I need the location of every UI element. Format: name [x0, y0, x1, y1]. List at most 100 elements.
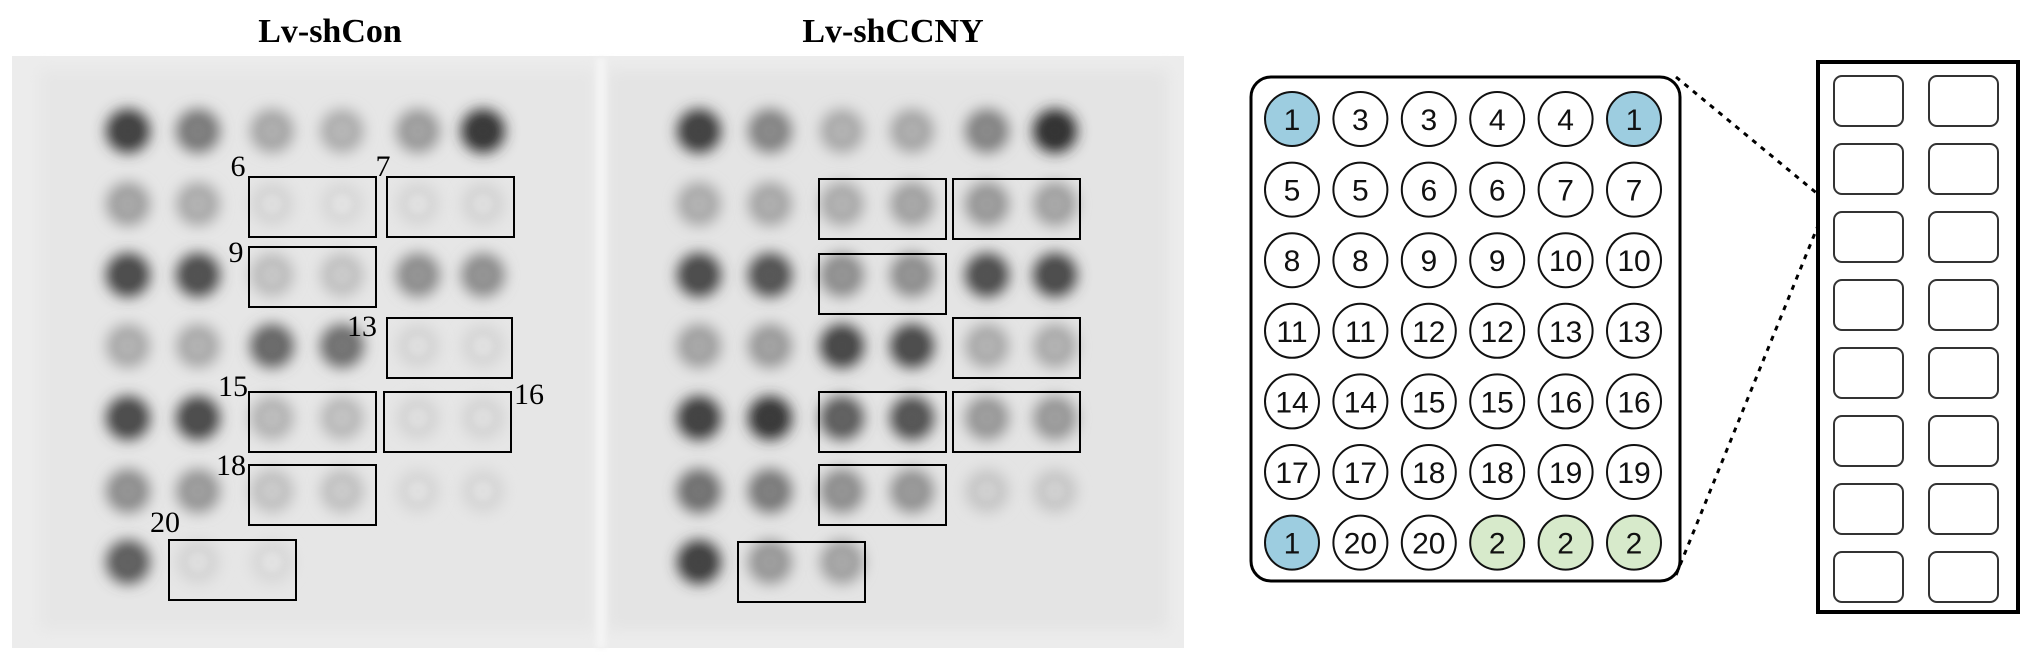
blot-dot-core-left-r1-c6: [473, 121, 493, 141]
membrane-slot-r1-c2: [1928, 75, 1999, 127]
blot-dot-core-right-r1-c6: [1045, 121, 1065, 141]
blot-dot-core-right-r3-c4: [902, 265, 922, 285]
array-spot-label-r4-c4: 12: [1481, 316, 1514, 349]
array-spot-label-r6-c5: 19: [1549, 457, 1582, 490]
blot-dot-core-right-r3-c1: [689, 265, 709, 285]
array-spot-r6-c4: [1469, 444, 1526, 500]
array-spot-r2-c3: [1400, 161, 1457, 218]
blot-dot-core-left-r5-c1: [118, 408, 138, 428]
array-spot-label-r7-c4: 2: [1489, 528, 1506, 561]
array-spot-label-r1-c6: 1: [1626, 104, 1643, 137]
blot-dot-core-right-r4-c4: [902, 336, 922, 356]
array-spot-label-r5-c5: 16: [1549, 386, 1582, 419]
blot-dot-core-left-r6-c3: [262, 481, 282, 501]
array-spot-r6-c2: [1332, 444, 1389, 500]
array-spot-r4-c6: [1606, 302, 1662, 359]
membrane-slot-r6-c2: [1928, 415, 1999, 467]
array-spot-label-r4-c3: 12: [1412, 316, 1445, 349]
blot-dot-core-left-r5-c5: [408, 408, 428, 428]
blot-dot-core-left-r1-c2: [188, 121, 208, 141]
blot-dot-core-left-r2-c3: [262, 194, 282, 214]
array-spot-r6-c5: [1537, 444, 1594, 500]
blot-dot-core-right-r7-c2: [760, 552, 780, 572]
blot-label-13: 13: [347, 310, 377, 343]
blot-dot-core-left-r6-c6: [473, 481, 493, 501]
blot-dots-lv-shccny: [677, 109, 1077, 584]
blot-dot-core-right-r2-c5: [977, 194, 997, 214]
membrane-slot-r3-c1: [1833, 211, 1904, 263]
blot-dot-core-left-r5-c6: [473, 408, 493, 428]
membrane-slot-r8-c1: [1833, 551, 1904, 603]
zoom-line-top: [1675, 75, 1826, 202]
blot-dot-core-left-r4-c2: [188, 336, 208, 356]
array-spot-label-r5-c1: 14: [1275, 386, 1308, 419]
box-right-13: [952, 317, 1081, 379]
blot-dot-core-left-r2-c5: [408, 194, 428, 214]
blot-dot-core-right-r5-c2: [760, 408, 780, 428]
array-spot-r3-c4: [1469, 232, 1526, 289]
array-spot-r2-c1: [1264, 161, 1320, 218]
blot-label-18: 18: [216, 449, 246, 482]
array-spot-r7-c3: [1400, 514, 1457, 571]
array-spot-r1-c6: [1606, 91, 1662, 147]
array-spot-r3-c2: [1332, 232, 1389, 289]
blot-dot-core-right-r6-c3: [832, 481, 852, 501]
membrane-slot-r1-c1: [1833, 75, 1904, 127]
array-spot-r3-c5: [1537, 232, 1594, 289]
array-spot-label-r5-c2: 14: [1344, 386, 1377, 419]
blot-dot-core-left-r2-c6: [473, 194, 493, 214]
blot-dot-core-right-r5-c3: [832, 408, 852, 428]
blot-dot-core-right-r5-c1: [689, 408, 709, 428]
array-spot-label-r2-c5: 7: [1557, 175, 1574, 208]
highlight-boxes-left: [168, 176, 515, 601]
blot-dot-core-right-r1-c2: [760, 121, 780, 141]
array-spot-r6-c6: [1606, 444, 1662, 500]
array-spot-label-r5-c6: 16: [1617, 386, 1650, 419]
blot-dot-core-left-r5-c4: [332, 408, 352, 428]
array-spot-r7-c2: [1332, 514, 1389, 571]
array-spot-r7-c4: [1469, 514, 1526, 571]
membrane-schematic: [1816, 60, 2020, 614]
blot-dot-core-right-r4-c3: [832, 336, 852, 356]
array-spot-r2-c5: [1537, 161, 1594, 218]
blot-dot-core-left-r4-c5: [408, 336, 428, 356]
blot-dot-core-left-r3-c4: [332, 265, 352, 285]
blot-dot-core-left-r7-c2: [188, 552, 208, 572]
box-left-13: [386, 317, 513, 379]
array-spot-r4-c5: [1537, 302, 1594, 359]
box-left-20: [168, 539, 297, 601]
membrane-slot-r5-c1: [1833, 347, 1904, 399]
array-spot-r6-c3: [1400, 444, 1457, 500]
array-spot-label-r2-c6: 7: [1626, 175, 1643, 208]
highlight-boxes-right: [737, 178, 1081, 603]
blot-dot-core-right-r6-c5: [977, 481, 997, 501]
box-right-18: [818, 464, 947, 526]
blot-dot-core-right-r5-c5: [977, 408, 997, 428]
blot-dot-core-left-r6-c2: [188, 481, 208, 501]
blot-dot-core-left-r3-c6: [473, 265, 493, 285]
membrane-slot-r2-c1: [1833, 143, 1904, 195]
blot-dot-core-right-r5-c6: [1045, 408, 1065, 428]
box-left-6: [248, 176, 377, 238]
blot-dot-core-right-r1-c3: [832, 121, 852, 141]
array-spot-r4-c1: [1264, 302, 1320, 359]
array-spot-r4-c2: [1332, 302, 1389, 359]
array-spot-label-r3-c6: 10: [1617, 245, 1650, 278]
array-spot-label-r4-c6: 13: [1617, 316, 1650, 349]
blot-dot-core-left-r4-c6: [473, 336, 493, 356]
array-spot-label-r5-c3: 15: [1412, 386, 1445, 419]
array-spot-r3-c1: [1264, 232, 1320, 289]
membrane-slot-r2-c2: [1928, 143, 1999, 195]
array-spot-r7-c1: [1264, 514, 1320, 571]
array-spot-label-r7-c2: 20: [1344, 528, 1377, 561]
blot-label-16: 16: [514, 378, 544, 411]
blot-dot-core-right-r2-c4: [902, 194, 922, 214]
box-left-7: [386, 176, 515, 238]
zoom-lines: [1674, 75, 1828, 576]
array-spot-label-r1-c1: 1: [1284, 104, 1301, 137]
blot-label-7: 7: [376, 150, 391, 183]
array-spot-r2-c6: [1606, 161, 1662, 218]
array-spot-r5-c3: [1400, 373, 1457, 430]
